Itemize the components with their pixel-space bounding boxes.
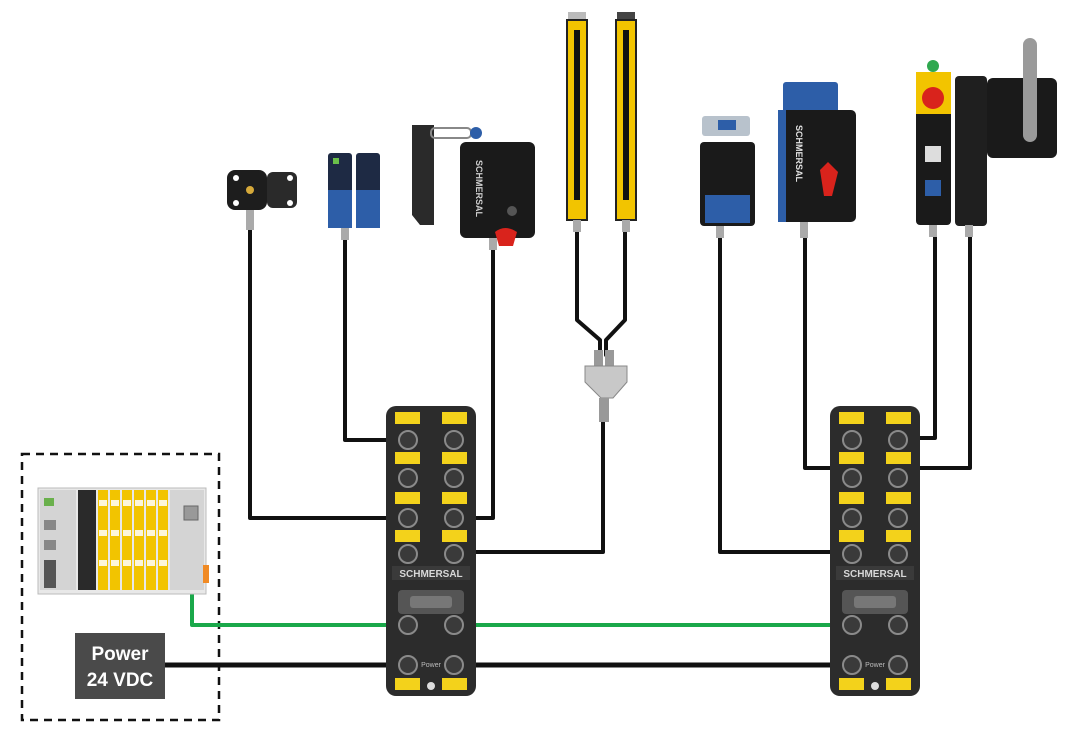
device-brand-label-switch: SCHMERSAL <box>794 125 804 183</box>
y-splitter-icon <box>584 350 628 422</box>
module-power-label-1: Power <box>421 662 442 669</box>
power-box-line-2: 24 VDC <box>87 670 154 691</box>
light-curtain-icon <box>566 12 637 232</box>
module-brand-label-2: SCHMERSAL <box>843 569 906 580</box>
rfid-sensor-icon <box>328 153 380 240</box>
module-brand-label-1: SCHMERSAL <box>399 569 462 580</box>
device-brand-label-interlock: SCHMERSAL <box>474 160 484 218</box>
io-module-2: SCHMERSAL Power <box>830 406 920 696</box>
cable-splitter-to-module <box>458 418 605 554</box>
io-module-1: SCHMERSAL Power <box>386 406 476 696</box>
plc-controller-icon <box>37 487 209 595</box>
cable-light-curtain-right <box>604 228 627 357</box>
interlock-switch-icon: SCHMERSAL <box>778 82 856 238</box>
module-power-label-2: Power <box>865 662 886 669</box>
emergency-stop-icon <box>916 60 951 237</box>
cable-door-handle <box>900 233 972 470</box>
cable-door-switch <box>718 228 847 554</box>
door-switch-icon <box>700 116 755 238</box>
cable-rfid-sensor <box>343 233 404 442</box>
cable-light-curtain-left <box>575 228 602 357</box>
power-supply-box: Power 24 VDC <box>75 633 165 699</box>
solenoid-interlock-icon: SCHMERSAL <box>412 125 535 250</box>
ethernet-plc-to-module-1 <box>190 515 402 627</box>
power-box-line-1: Power <box>91 644 149 665</box>
door-handle-icon <box>955 38 1057 237</box>
magnetic-sensor-icon <box>227 170 297 230</box>
cable-magnetic-sensor <box>248 228 404 520</box>
ethernet-lines <box>190 515 845 627</box>
control-cabinet-boundary <box>20 452 221 722</box>
